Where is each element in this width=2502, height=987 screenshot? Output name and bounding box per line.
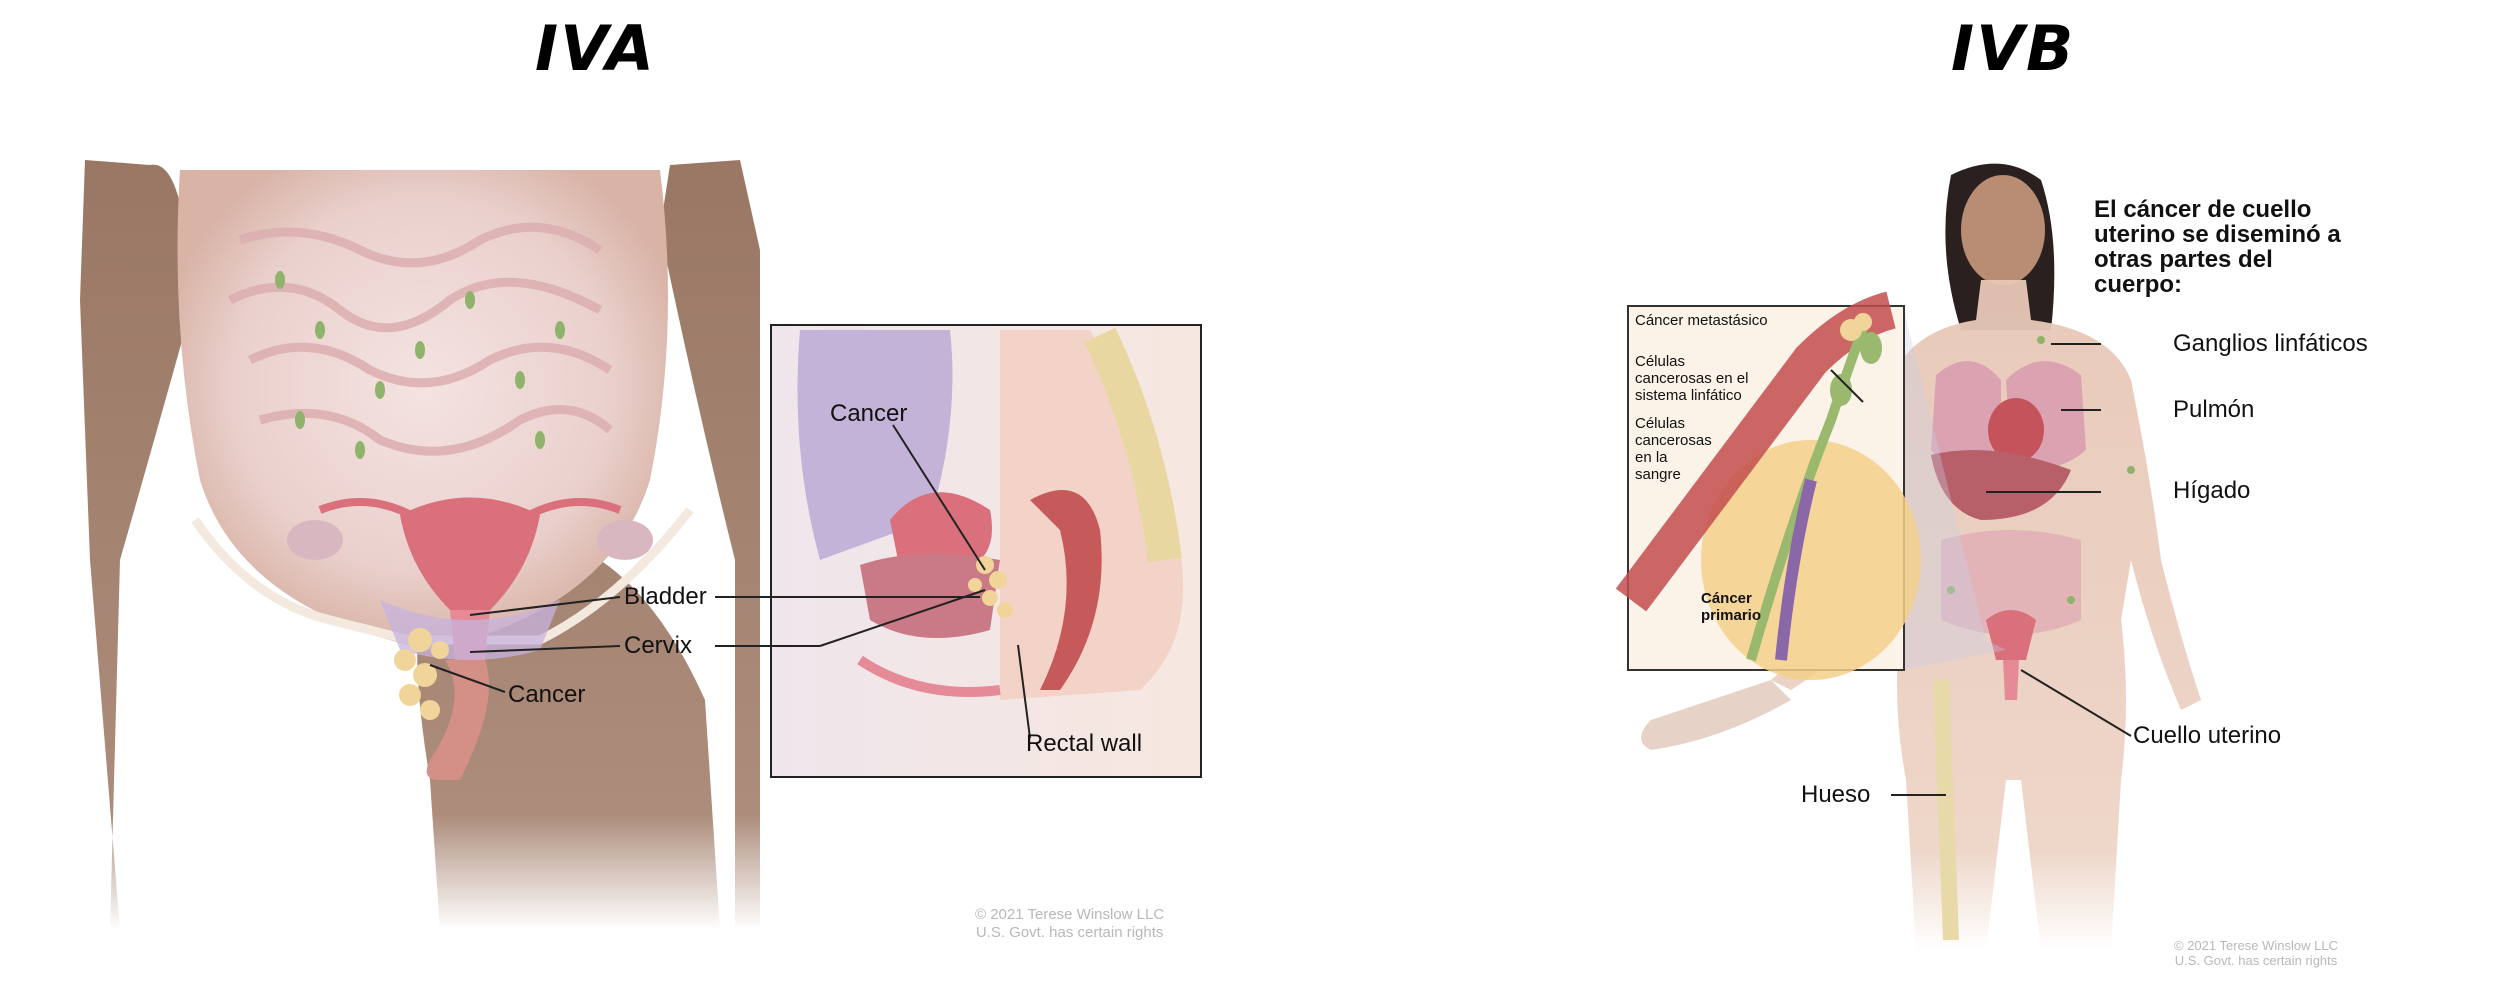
metastasis-inset <box>1615 291 1921 680</box>
stage-iva-title: IVA <box>535 12 656 85</box>
femur-bone <box>1933 679 1959 941</box>
tumor-front <box>394 628 449 720</box>
label-cancer-front: Cancer <box>508 681 586 708</box>
front-leader-lines <box>429 596 621 693</box>
label-cancer-inset: Cancer <box>830 400 908 427</box>
sagittal-inset <box>715 324 1202 778</box>
stage-ivb-panel: IVB <box>1251 0 2502 987</box>
label-rectal-wall: Rectal wall <box>1026 730 1143 757</box>
label-cervix: Cervix <box>624 632 693 659</box>
inset-label-blood-cells: Células cancerosas en la sangre <box>1635 415 1712 483</box>
pelvis-front-view <box>80 160 760 930</box>
stage-iva-illustration <box>80 160 1202 930</box>
ivb-uterus <box>1986 610 2036 700</box>
intestines <box>227 222 613 456</box>
label-lung: Pulmón <box>2173 396 2255 423</box>
inset-label-primary: Cáncer primario <box>1701 590 1762 624</box>
label-liver: Hígado <box>2173 477 2251 504</box>
inset-label-lymph-cells: Células cancerosas en el sistema linfáti… <box>1635 353 1749 404</box>
copyright-iva: © 2021 Terese Winslow LLC U.S. Govt. has… <box>975 906 1165 941</box>
inset-label-metastatic: Cáncer metastásico <box>1635 312 1768 329</box>
label-cervix-es: Cuello uterino <box>2133 722 2282 749</box>
stage-iva-panel: IVA <box>80 12 1202 941</box>
label-bone: Hueso <box>1801 781 1871 808</box>
label-lymph-nodes: Ganglios linfáticos <box>2173 330 2368 357</box>
lymph-node-dots <box>275 271 565 459</box>
tumor-inset <box>968 556 1013 618</box>
label-bladder: Bladder <box>624 583 707 610</box>
ivb-heading: El cáncer de cuello uterino se diseminó … <box>2094 196 2341 298</box>
stage-ivb-illustration <box>1615 163 2201 950</box>
ivb-leader-lines <box>1830 343 2132 796</box>
stage-ivb-title: IVB <box>1951 12 2076 85</box>
copyright-ivb: © 2021 Terese Winslow LLC U.S. Govt. has… <box>2174 938 2338 968</box>
